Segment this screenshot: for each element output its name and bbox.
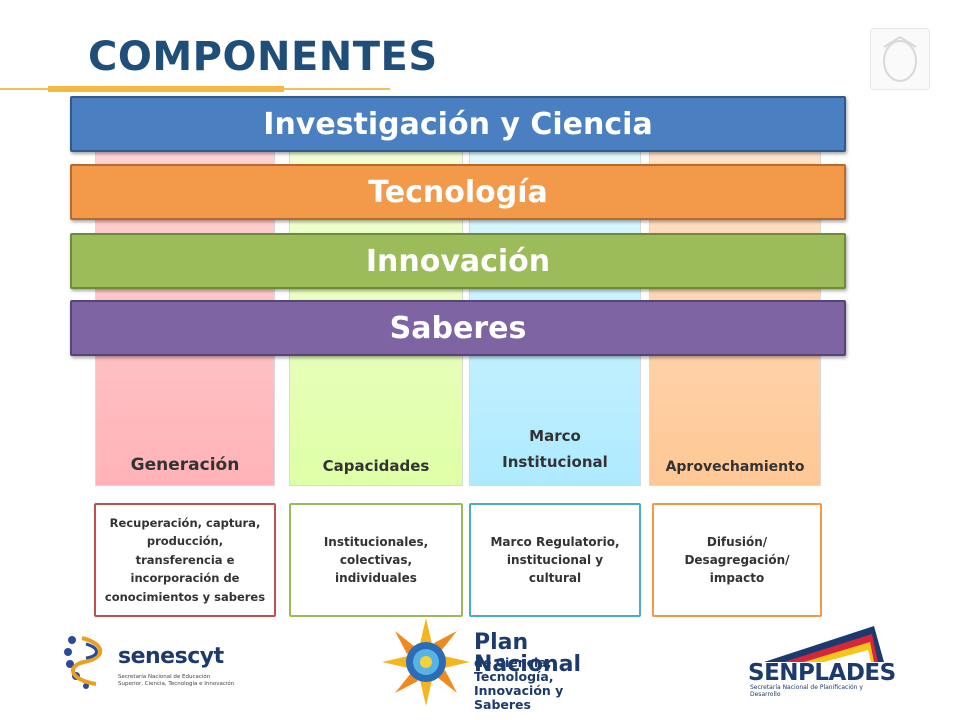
page-title: COMPONENTES [88,34,438,80]
senescyt-emblem-icon [64,636,103,689]
senescyt-logo: senescyt Secretaría Nacional de Educació… [62,630,242,694]
desc-generacion-text: Recuperación, captura, producción, trans… [104,515,266,604]
column-label-generacion: Generación [130,455,240,475]
column-label-capacidades: Capacidades [322,457,430,475]
senplades-wordmark: SENPLADES [748,660,896,686]
column-label-marco-line1: Marco [529,427,581,445]
band-tecnologia: Tecnología [70,164,846,220]
desc-aprovechamiento-text: Difusión/ Desagregación/ impacto [684,535,790,585]
coat-of-arms-seal [870,28,930,90]
desc-generacion: Recuperación, captura, producción, trans… [94,503,276,617]
column-label-aprovechamiento: Aprovechamiento [665,459,805,475]
band-saberes: Saberes [70,300,846,356]
plan-nacional-line2: de Ciencia, Tecnología, [474,655,554,684]
senplades-emblem-icon [764,626,884,662]
desc-marco-text: Marco Regulatorio, institucional y cultu… [490,535,620,585]
plan-nacional-title: Plan Nacional [474,630,582,677]
plan-nacional-line3: Innovación y Saberes [474,683,564,712]
senplades-subtitle: Secretaría Nacional de Planificación y D… [750,684,863,698]
plan-nacional-logo: Plan Nacional de Ciencia, Tecnología, In… [378,612,618,712]
band-innovacion: Innovación [70,233,846,289]
sun-emblem-icon [382,618,470,706]
senplades-logo: SENPLADES Secretaría Nacional de Planifi… [744,624,896,698]
title-underline-accent [48,86,284,92]
plan-nacional-subtitle: de Ciencia, Tecnología, Innovación y Sab… [474,656,624,712]
senescyt-wordmark: senescyt [118,644,224,669]
band-investigacion-ciencia: Investigación y Ciencia [70,96,846,152]
desc-capacidades: Institucionales, colectivas, individuale… [289,503,463,617]
desc-aprovechamiento: Difusión/ Desagregación/ impacto [652,503,822,617]
column-label-marco-line2: Institucional [502,453,608,471]
senescyt-subtitle: Secretaría Nacional de Educación Superio… [118,674,235,687]
desc-capacidades-text: Institucionales, colectivas, individuale… [323,535,429,585]
desc-marco: Marco Regulatorio, institucional y cultu… [469,503,641,617]
